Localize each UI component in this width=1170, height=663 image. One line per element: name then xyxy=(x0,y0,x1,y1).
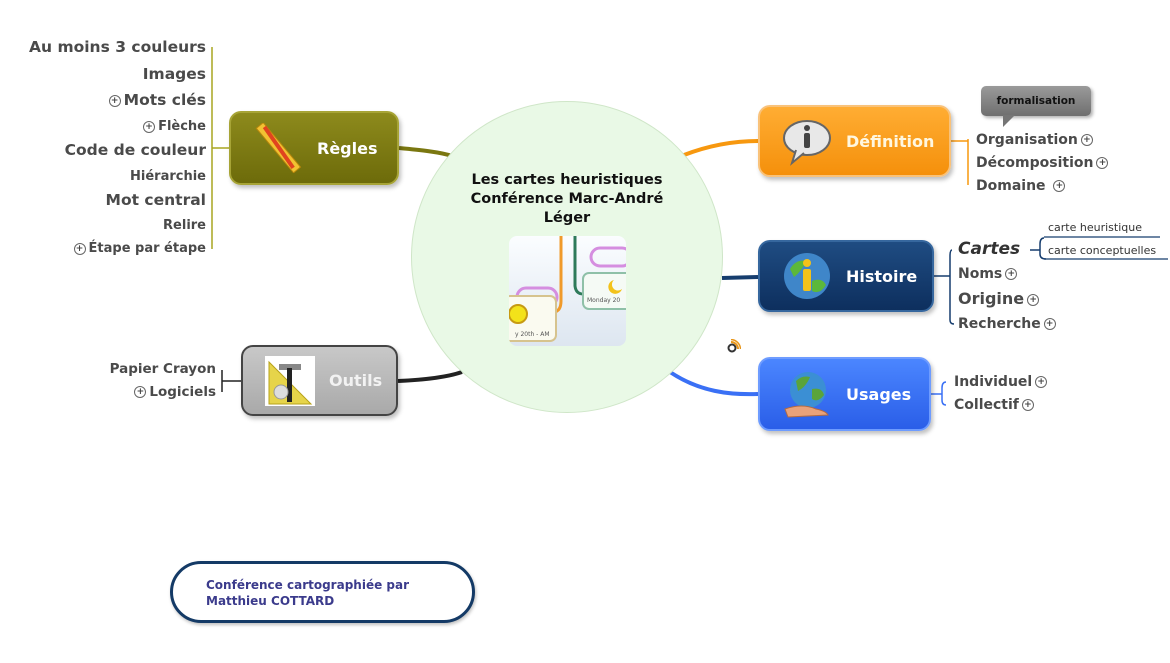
branch-outils[interactable]: Outils xyxy=(241,345,398,416)
central-title-line1: Les cartes heuristiques xyxy=(471,172,663,188)
ruler-pencil-icon xyxy=(255,123,302,173)
expand-icon[interactable]: + xyxy=(1080,134,1093,146)
leaf-images[interactable]: Images xyxy=(142,65,206,83)
leaf-relire[interactable]: Relire xyxy=(163,218,206,233)
branch-usages[interactable]: Usages xyxy=(758,357,931,431)
mind-map-thumbnail: y 20th - AM Monday 20 xyxy=(509,236,626,346)
credit-line1: Conférence cartographiée par xyxy=(206,578,410,592)
credit-line2: Matthieu COTTARD xyxy=(206,594,335,608)
branch-definition[interactable]: Définition xyxy=(758,105,951,177)
branch-outils-label: Outils xyxy=(329,371,383,390)
leaf-au-moins-3-couleurs[interactable]: Au moins 3 couleurs xyxy=(29,38,206,56)
branch-regles[interactable]: Règles xyxy=(229,111,399,185)
expand-icon[interactable]: + xyxy=(1035,376,1048,388)
leaf-fleche[interactable]: +Flèche xyxy=(140,120,206,133)
branch-usages-label: Usages xyxy=(846,384,912,404)
leaf-individuel[interactable]: Individuel+ xyxy=(954,375,1050,389)
leaf-code-de-couleur[interactable]: Code de couleur xyxy=(64,141,206,159)
credit-text: Conférence cartographiée par Matthieu CO… xyxy=(206,577,409,609)
expand-icon[interactable]: + xyxy=(73,242,86,255)
leaf-carte-conceptuelles[interactable]: carte conceptuelles xyxy=(1048,244,1157,257)
bracket-cartes xyxy=(1030,237,1047,260)
leaf-origine[interactable]: Origine+ xyxy=(958,291,1042,307)
leaf-collectif[interactable]: Collectif+ xyxy=(954,398,1037,412)
globe-info-icon xyxy=(784,253,830,299)
leaf-hierarchie[interactable]: Hiérarchie xyxy=(130,169,206,184)
bracket-histoire xyxy=(934,249,955,325)
expand-icon[interactable]: + xyxy=(143,120,156,133)
leaf-etape-par-etape[interactable]: +Étape par étape xyxy=(71,242,206,255)
svg-text:Monday 20: Monday 20 xyxy=(587,297,620,304)
bracket-outils xyxy=(221,370,241,392)
expand-icon[interactable]: + xyxy=(1053,180,1066,192)
credit-box[interactable]: Conférence cartographiée par Matthieu CO… xyxy=(170,561,475,623)
info-bubble-icon xyxy=(783,120,831,166)
connector-usages xyxy=(668,370,759,397)
leaf-mots-cles[interactable]: +Mots clés xyxy=(106,92,206,109)
leaf-organisation[interactable]: Organisation+ xyxy=(976,133,1096,147)
central-title-line2: Conférence Marc-André xyxy=(470,191,664,207)
expand-icon[interactable]: + xyxy=(1043,318,1056,330)
leaf-recherche[interactable]: Recherche+ xyxy=(958,317,1059,331)
leaf-noms[interactable]: Noms+ xyxy=(958,267,1020,281)
expand-icon[interactable]: + xyxy=(134,386,147,398)
expand-icon[interactable]: + xyxy=(1021,399,1034,411)
leaf-cartes[interactable]: Cartes xyxy=(958,239,1021,259)
leaf-logiciels[interactable]: +Logiciels xyxy=(131,385,216,400)
leaf-mot-central[interactable]: Mot central xyxy=(105,191,206,209)
bracket-definition xyxy=(951,139,969,185)
expand-icon[interactable]: + xyxy=(1096,157,1109,169)
bracket-usages xyxy=(931,381,947,406)
leaf-carte-heuristique[interactable]: carte heuristique xyxy=(1048,221,1142,234)
bracket-regles xyxy=(211,47,229,249)
feed-icon[interactable] xyxy=(727,339,741,353)
connector-outils xyxy=(397,370,463,383)
branch-regles-label: Règles xyxy=(317,138,378,158)
leaf-papier-crayon[interactable]: Papier Crayon xyxy=(109,361,216,377)
central-title-line3: Léger xyxy=(543,210,591,226)
callout-formalisation[interactable]: formalisation xyxy=(981,86,1091,127)
tools-icon xyxy=(265,355,315,406)
branch-histoire-label: Histoire xyxy=(846,266,918,286)
branch-histoire[interactable]: Histoire xyxy=(758,240,934,312)
connector-definition xyxy=(683,139,759,157)
connector-regles xyxy=(398,146,453,158)
connector-histoire xyxy=(721,275,759,280)
globe-hand-icon xyxy=(784,372,829,418)
svg-text:y 20th - AM: y 20th - AM xyxy=(515,331,550,338)
expand-icon[interactable]: + xyxy=(108,94,121,107)
expand-icon[interactable]: + xyxy=(1027,293,1040,306)
branch-definition-label: Définition xyxy=(846,131,935,151)
expand-icon[interactable]: + xyxy=(1005,268,1018,280)
leaf-decomposition[interactable]: Décomposition+ xyxy=(976,156,1111,170)
central-topic[interactable]: Les cartes heuristiques Conférence Marc-… xyxy=(411,101,723,413)
leaf-domaine[interactable]: Domaine + xyxy=(976,179,1068,193)
central-title: Les cartes heuristiques Conférence Marc-… xyxy=(412,171,722,228)
